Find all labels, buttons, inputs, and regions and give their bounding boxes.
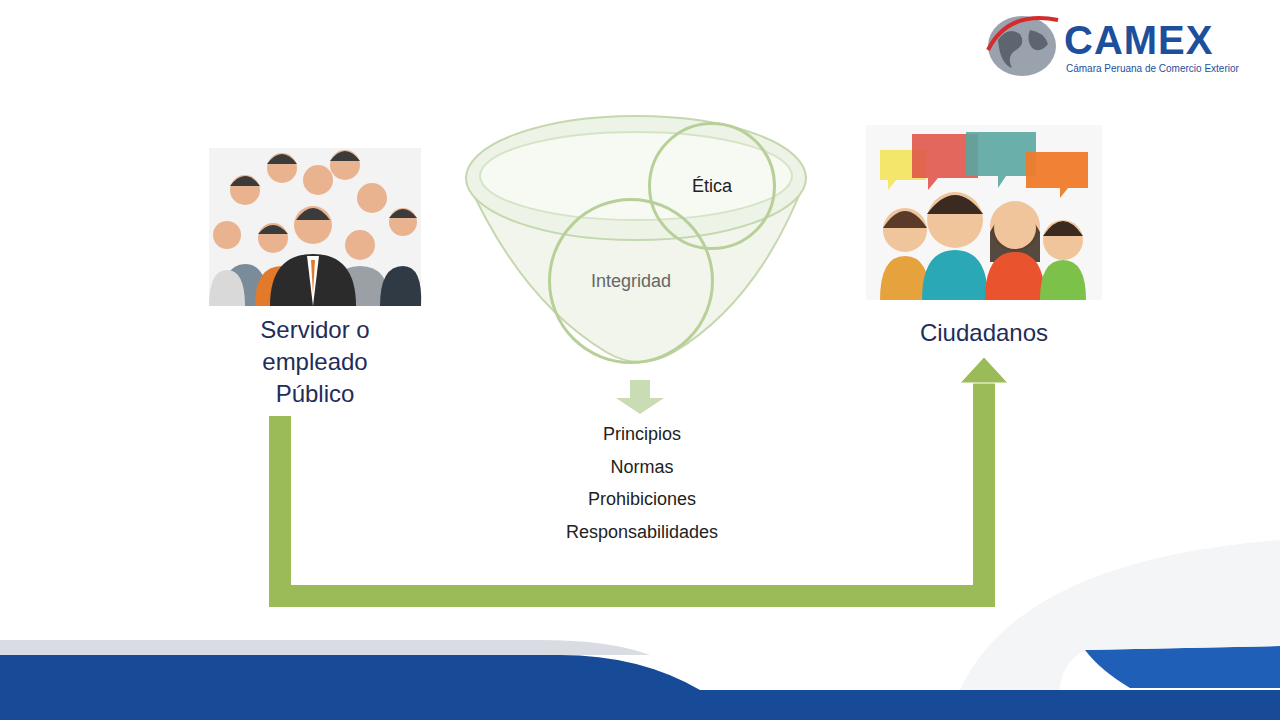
logo-globe [988,16,1058,76]
principle-item: Principios [530,418,754,451]
principle-item: Normas [530,451,754,484]
servant-group: Servidor o empleado Público [205,146,425,410]
principle-item: Prohibiciones [530,483,754,516]
label-list: PrincipiosNormasProhibicionesResponsabil… [530,418,754,548]
group-caption: Servidor o empleado Público [230,314,400,410]
circle-label: Ética [692,176,732,197]
logo-subtitle: Cámara Peruana de Comercio Exterior [1066,63,1239,74]
citizens-illustration [866,125,1102,300]
integrity-circle: Integridad [548,198,714,364]
citizens-group: Ciudadanos [866,125,1102,349]
footer-curve [960,540,1280,690]
footer-band-light [0,640,650,655]
flow-arrow [280,357,1008,596]
footer-band [0,655,1280,720]
group-caption: Ciudadanos [869,317,1099,349]
ethics-circle: Ética [648,122,776,250]
down-arrow [616,380,664,414]
logo-name: CAMEX [1064,18,1213,63]
footer-band-right [1085,646,1280,688]
funnel [466,116,806,414]
principle-item: Responsabilidades [530,516,754,549]
circle-label: Integridad [591,271,671,292]
public-servants-illustration [209,148,421,306]
